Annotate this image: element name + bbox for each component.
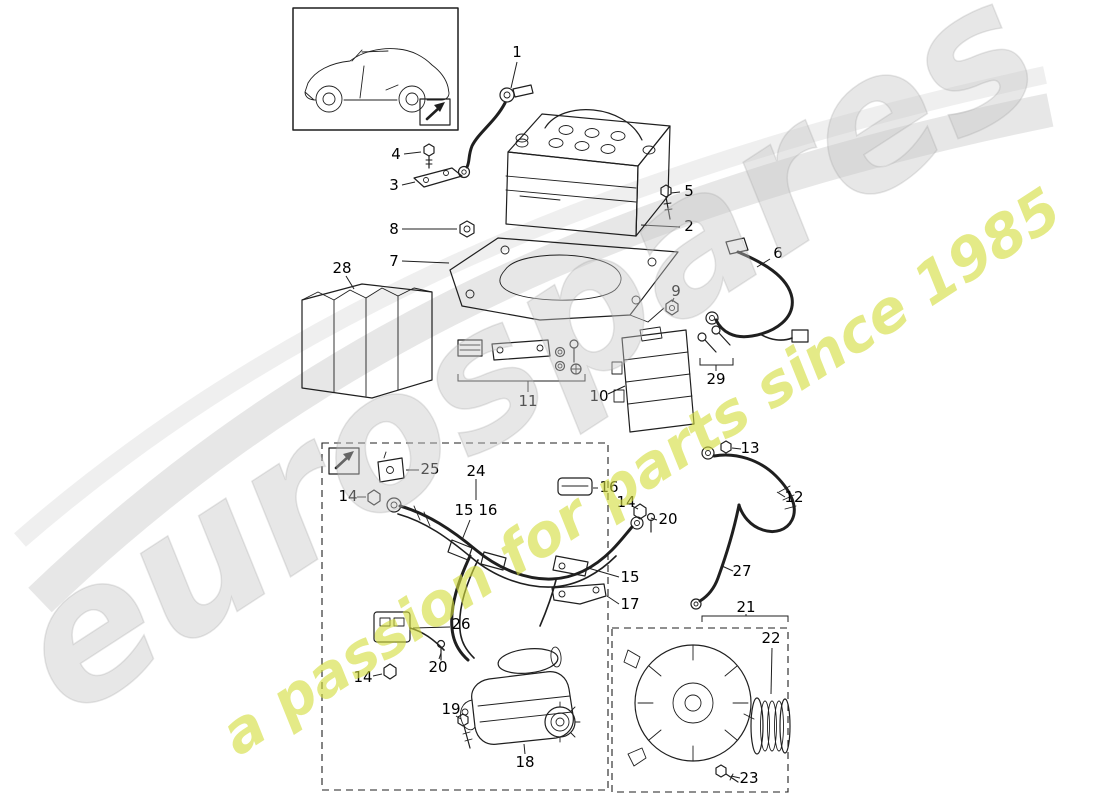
part-7-battery-tray-drawing <box>449 237 679 323</box>
callout-27[interactable]: 27 <box>732 562 751 580</box>
callout-11[interactable]: 11 <box>518 392 537 410</box>
callout-14[interactable]: 14 <box>353 668 372 686</box>
part-23-bolt-drawing <box>715 764 739 783</box>
callout-20[interactable]: 20 <box>428 658 447 676</box>
subassembly-frames <box>321 442 789 793</box>
part-9-nut-drawing <box>665 299 679 316</box>
part-17-bracket-drawing <box>551 583 607 605</box>
part-13-nut-drawing <box>720 440 732 454</box>
part-8-nut-drawing <box>459 220 475 238</box>
part-2-battery-drawing <box>505 109 671 237</box>
wiring-harness-drawing <box>386 497 644 662</box>
callout-20[interactable]: 20 <box>658 510 677 528</box>
part-15-clamp-drawing <box>552 555 589 577</box>
callout-22[interactable]: 22 <box>761 629 780 647</box>
leader-lines <box>345 61 789 779</box>
callout-3[interactable]: 3 <box>389 176 399 194</box>
callout-21[interactable]: 21 <box>736 598 755 616</box>
callout-14[interactable]: 14 <box>616 493 635 511</box>
part-19-bolt-drawing <box>457 713 473 749</box>
part-5-bolt-drawing <box>660 184 673 220</box>
diagonal-arrow-icon <box>328 447 360 475</box>
callout-15-16[interactable]: 15 16 <box>455 501 498 519</box>
part-28-insulation-block-drawing <box>301 283 433 399</box>
callout-9[interactable]: 9 <box>671 282 681 300</box>
part-1-terminal-cable-drawing <box>457 84 534 179</box>
background-swoosh <box>14 66 1054 613</box>
part-6-cable-drawing <box>705 237 809 343</box>
callout-24[interactable]: 24 <box>466 462 485 480</box>
vehicle-thumbnail <box>292 7 459 131</box>
callout-15[interactable]: 15 <box>620 568 639 586</box>
callout-19[interactable]: 19 <box>441 700 460 718</box>
callout-2[interactable]: 2 <box>684 217 694 235</box>
car-icon <box>304 48 450 113</box>
callout-8[interactable]: 8 <box>389 220 399 238</box>
callout-17[interactable]: 17 <box>620 595 639 613</box>
callout-25[interactable]: 25 <box>420 460 439 478</box>
watermark: eurospares a passion for parts since 198… <box>0 0 1076 769</box>
callout-6[interactable]: 6 <box>773 244 783 262</box>
part-12-cable-drawing <box>701 446 797 534</box>
callout-14[interactable]: 14 <box>338 487 357 505</box>
callout-1[interactable]: 1 <box>512 43 522 61</box>
part-10-module-drawing <box>611 326 695 433</box>
callout-29[interactable]: 29 <box>706 370 725 388</box>
callout-10[interactable]: 10 <box>589 387 608 405</box>
callout-7[interactable]: 7 <box>389 252 399 270</box>
callout-23[interactable]: 23 <box>739 769 758 787</box>
callout-13[interactable]: 13 <box>740 439 759 457</box>
callout-5[interactable]: 5 <box>684 182 694 200</box>
part-27-cable-drawing <box>690 503 741 610</box>
part-4-bolt-drawing <box>423 143 435 169</box>
callout-18[interactable]: 18 <box>515 753 534 771</box>
callout-4[interactable]: 4 <box>391 145 401 163</box>
part-22-pulley-drawing <box>750 697 791 755</box>
diagonal-arrow-icon <box>419 98 451 126</box>
part-21-alternator-drawing <box>623 644 755 767</box>
part-18-starter-drawing <box>460 646 581 745</box>
callout-12[interactable]: 12 <box>784 488 803 506</box>
callout-26[interactable]: 26 <box>451 615 470 633</box>
callout-16[interactable]: 16 <box>599 478 618 496</box>
part-11-fastener-group-drawing <box>457 339 586 392</box>
callout-labels: 1 4 3 5 2 8 7 28 6 9 10 11 29 13 25 24 1… <box>332 43 803 787</box>
part-16-clip-drawing <box>557 477 593 496</box>
part-3-bracket-drawing <box>413 167 463 188</box>
part-26-connector-drawing <box>373 611 445 651</box>
callout-28[interactable]: 28 <box>332 259 351 277</box>
part-14-nut-drawing <box>367 489 647 680</box>
watermark-brand: eurospares <box>0 0 1076 758</box>
part-25-clip-drawing <box>377 451 405 483</box>
part-29-screws-drawing <box>697 325 734 371</box>
